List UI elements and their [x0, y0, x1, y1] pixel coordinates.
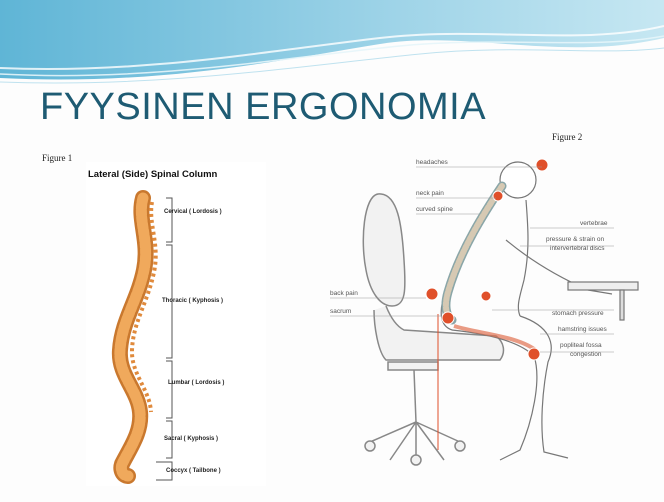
label-popliteal-line1: popliteal fossa	[560, 342, 602, 349]
label-hamstring: hamstring issues	[558, 326, 608, 333]
label-neck-pain: neck pain	[416, 190, 444, 197]
label-curved-spine: curved spine	[416, 206, 453, 213]
label-stomach-pressure: stomach pressure	[552, 310, 604, 317]
label-pressure-line1: pressure & strain on	[546, 236, 605, 243]
label-vertebrae: vertebrae	[580, 220, 608, 227]
office-chair	[363, 194, 503, 465]
region-label-thoracic: Thoracic ( Kyphosis )	[162, 298, 223, 304]
pain-marker-headache	[536, 159, 548, 171]
label-headaches: headaches	[416, 159, 449, 166]
seated-person	[441, 162, 638, 460]
label-back-pain: back pain	[330, 290, 358, 297]
header-wave-decoration	[0, 0, 664, 90]
pain-marker-stomach	[481, 291, 491, 301]
region-label-cervical: Cervical ( Lordosis )	[164, 209, 222, 215]
figure1-caption: Figure 1	[42, 153, 72, 163]
region-label-sacral: Sacral ( Kyphosis )	[164, 436, 218, 442]
spinal-column-figure: Figure 1 Lateral (Side) Spinal Column Ce…	[40, 150, 270, 490]
region-label-coccyx: Coccyx ( Tailbone )	[166, 468, 221, 474]
figure1-heading: Lateral (Side) Spinal Column	[88, 169, 218, 180]
pain-marker-neck	[493, 191, 503, 201]
slide-title: FYYSINEN ERGONOMIA	[40, 86, 486, 129]
region-label-lumbar: Lumbar ( Lordosis )	[168, 380, 224, 386]
seated-posture-figure: Figure 2	[320, 130, 654, 475]
pain-marker-sacrum	[442, 312, 454, 324]
pain-marker-knee	[528, 348, 540, 360]
label-pressure-line2: intervertebral discs	[550, 245, 605, 252]
figure2-caption: Figure 2	[552, 132, 582, 142]
label-popliteal-line2: congestion	[570, 351, 602, 358]
label-sacrum: sacrum	[330, 308, 351, 315]
pain-marker-back	[426, 288, 438, 300]
